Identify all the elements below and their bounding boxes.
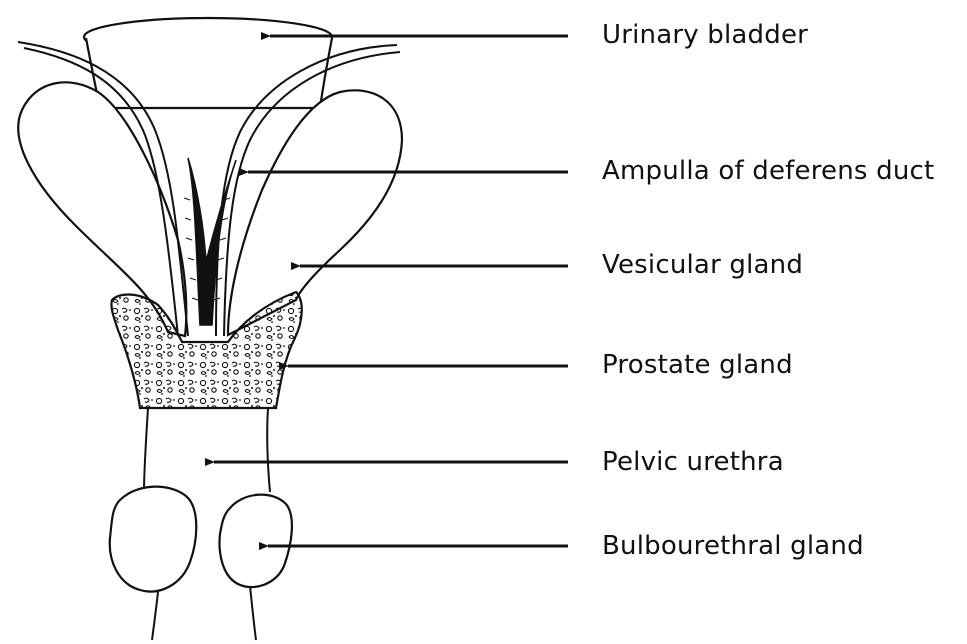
label-urinary-bladder: Urinary bladder — [602, 22, 808, 48]
pelvic-urethra-shape — [144, 408, 270, 492]
bulbourethral-gland-left — [110, 487, 197, 592]
vesicular-gland-right — [228, 90, 402, 335]
label-vesicular-gland: Vesicular gland — [602, 252, 803, 278]
urethra-continuation — [152, 586, 256, 640]
vesicular-gland-left — [18, 82, 186, 336]
label-ampulla-of-deferens-duct: Ampulla of deferens duct — [602, 158, 934, 184]
label-bulbourethral-gland: Bulbourethral gland — [602, 533, 864, 559]
bulbourethral-gland-right — [220, 495, 292, 587]
urinary-bladder-shape — [84, 18, 332, 108]
label-pelvic-urethra: Pelvic urethra — [602, 449, 784, 475]
label-prostate-gland: Prostate gland — [602, 352, 793, 378]
